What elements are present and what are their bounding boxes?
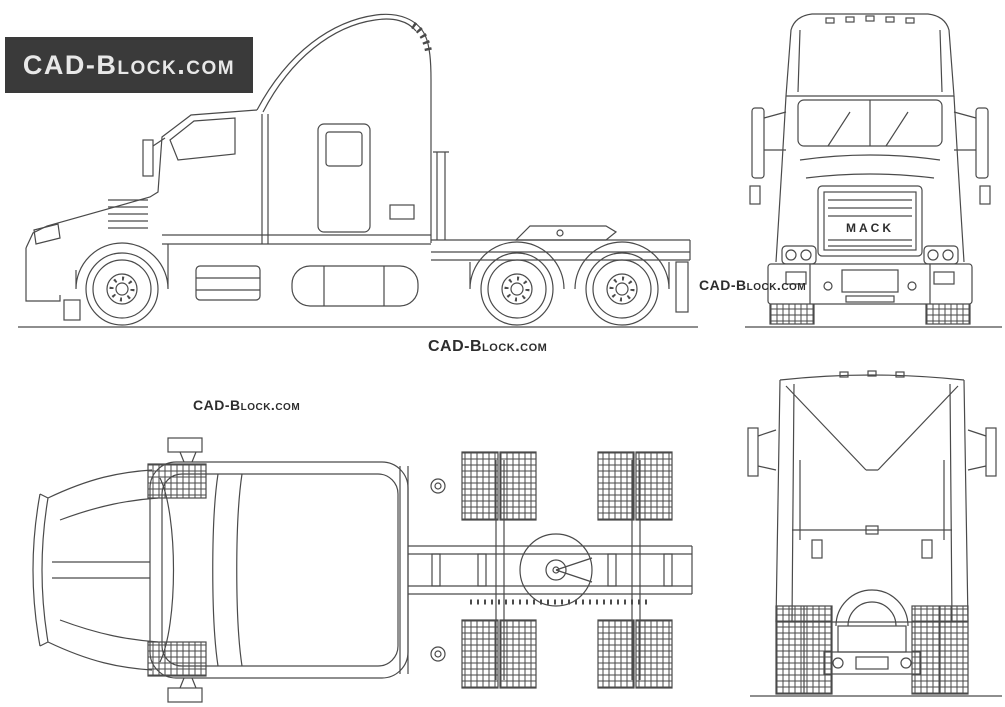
top-steer-tire-right <box>147 641 207 677</box>
front-right-mirror <box>953 107 991 205</box>
side-hood-louvers <box>108 199 148 229</box>
side-rear-flap <box>675 261 689 313</box>
side-cab-window <box>169 117 236 161</box>
front-right-headlight <box>923 245 959 265</box>
side-rear-wheel-2 <box>585 252 659 326</box>
side-sleeper-window <box>325 131 363 167</box>
side-door-gap <box>261 114 269 244</box>
side-roof-fairing-outline <box>256 13 432 243</box>
top-fifth-wheel <box>519 533 593 607</box>
side-fairing-ribs <box>410 22 433 55</box>
cad-block-logo-text: CAD-Block.com <box>22 49 236 80</box>
rear-center-latch <box>865 525 879 535</box>
top-roof-inner <box>161 473 399 667</box>
side-mirror-arm <box>152 137 166 147</box>
rear-fairing-v-lines <box>785 385 959 471</box>
side-headlight <box>33 223 61 245</box>
rear-frame-box <box>837 625 907 653</box>
front-bumper-seams <box>809 264 931 304</box>
top-rear-tires <box>461 451 673 689</box>
side-sleeper-door <box>317 123 371 233</box>
rear-dual-tire-splits <box>803 606 941 694</box>
front-left-mirror <box>749 107 787 205</box>
front-cab-sides <box>775 95 965 263</box>
top-fairing-rear-edge <box>399 466 409 674</box>
side-step-lines <box>196 277 260 291</box>
side-front-fender <box>75 242 169 290</box>
top-steer-tire-left <box>147 463 207 499</box>
top-windshield-arc <box>159 477 175 663</box>
cad-block-logo-banner: CAD-Block.com <box>5 37 253 93</box>
front-bumper-slot <box>845 295 895 303</box>
side-frame-rails <box>431 239 691 261</box>
side-front-wheel <box>85 252 159 326</box>
side-sleeper-vent <box>389 204 415 220</box>
front-marker-lights <box>825 15 915 24</box>
rear-view-drawing <box>747 370 1002 697</box>
top-exhaust-stacks <box>430 478 446 662</box>
watermark-front-view: CAD-Block.com <box>699 277 807 293</box>
side-mirror <box>142 139 154 177</box>
rear-right-tail-light <box>900 657 912 669</box>
rear-fifth-wheel-dome <box>835 589 909 627</box>
side-exhaust-stack <box>433 151 449 240</box>
top-roof-seams <box>212 473 243 667</box>
top-mirror-left <box>167 437 203 463</box>
rear-left-lamp <box>811 539 823 559</box>
top-view-drawing <box>32 437 693 703</box>
side-body-outline <box>25 109 258 249</box>
rear-grab-handles <box>799 460 945 540</box>
top-frame-rails <box>408 545 693 595</box>
front-grille-surround <box>817 185 923 257</box>
side-fuel-tank-straps <box>323 266 385 306</box>
top-hood-outline <box>47 469 153 671</box>
grille-brand-text: MACK <box>846 221 894 235</box>
rear-license-plate <box>855 656 889 670</box>
rear-inner-edges <box>791 383 953 623</box>
rear-marker-lights <box>839 370 905 378</box>
front-grille <box>823 191 917 251</box>
front-hood-lines <box>799 154 941 179</box>
front-wipers <box>827 111 909 147</box>
front-grille-badge-plate <box>836 220 904 236</box>
rear-right-mirror <box>967 427 997 477</box>
front-right-fog-light <box>933 271 955 285</box>
watermark-top-view: CAD-Block.com <box>193 397 301 413</box>
front-fairing-inner-lines <box>797 29 943 93</box>
front-right-tow-pin <box>907 281 917 291</box>
front-grille-bars <box>828 199 912 247</box>
front-bumper <box>767 263 973 305</box>
side-front-bumper <box>25 248 61 302</box>
side-battery-step-box <box>195 265 261 301</box>
front-view-drawing: MACK <box>745 13 1002 328</box>
top-mirror-right <box>167 677 203 703</box>
rear-body-outline <box>775 374 969 623</box>
top-bumper <box>32 493 49 647</box>
front-fairing-outline <box>785 13 955 97</box>
side-rear-wheel-1 <box>480 252 554 326</box>
side-rear-fenders <box>469 241 670 290</box>
side-front-mudflap <box>63 299 81 321</box>
watermark-center: CAD-Block.com <box>428 338 548 355</box>
side-view-drawing <box>18 13 698 328</box>
top-axle-lines <box>495 460 641 680</box>
top-crossmembers <box>431 553 673 587</box>
rear-left-tail-light <box>832 657 844 669</box>
side-fifth-wheel <box>514 225 618 241</box>
rear-left-mirror <box>747 427 777 477</box>
rear-right-lamp <box>921 539 933 559</box>
side-roof-fairing-inner-line <box>262 18 417 113</box>
side-fuel-tank <box>291 265 419 307</box>
front-left-fog-light <box>785 271 807 285</box>
top-hood-inner-lines <box>52 497 159 643</box>
side-fifth-wheel-pivot <box>556 229 564 237</box>
rear-crossbar <box>823 651 921 675</box>
front-left-headlight <box>781 245 817 265</box>
front-license-plate <box>841 269 899 293</box>
front-left-tow-pin <box>823 281 833 291</box>
